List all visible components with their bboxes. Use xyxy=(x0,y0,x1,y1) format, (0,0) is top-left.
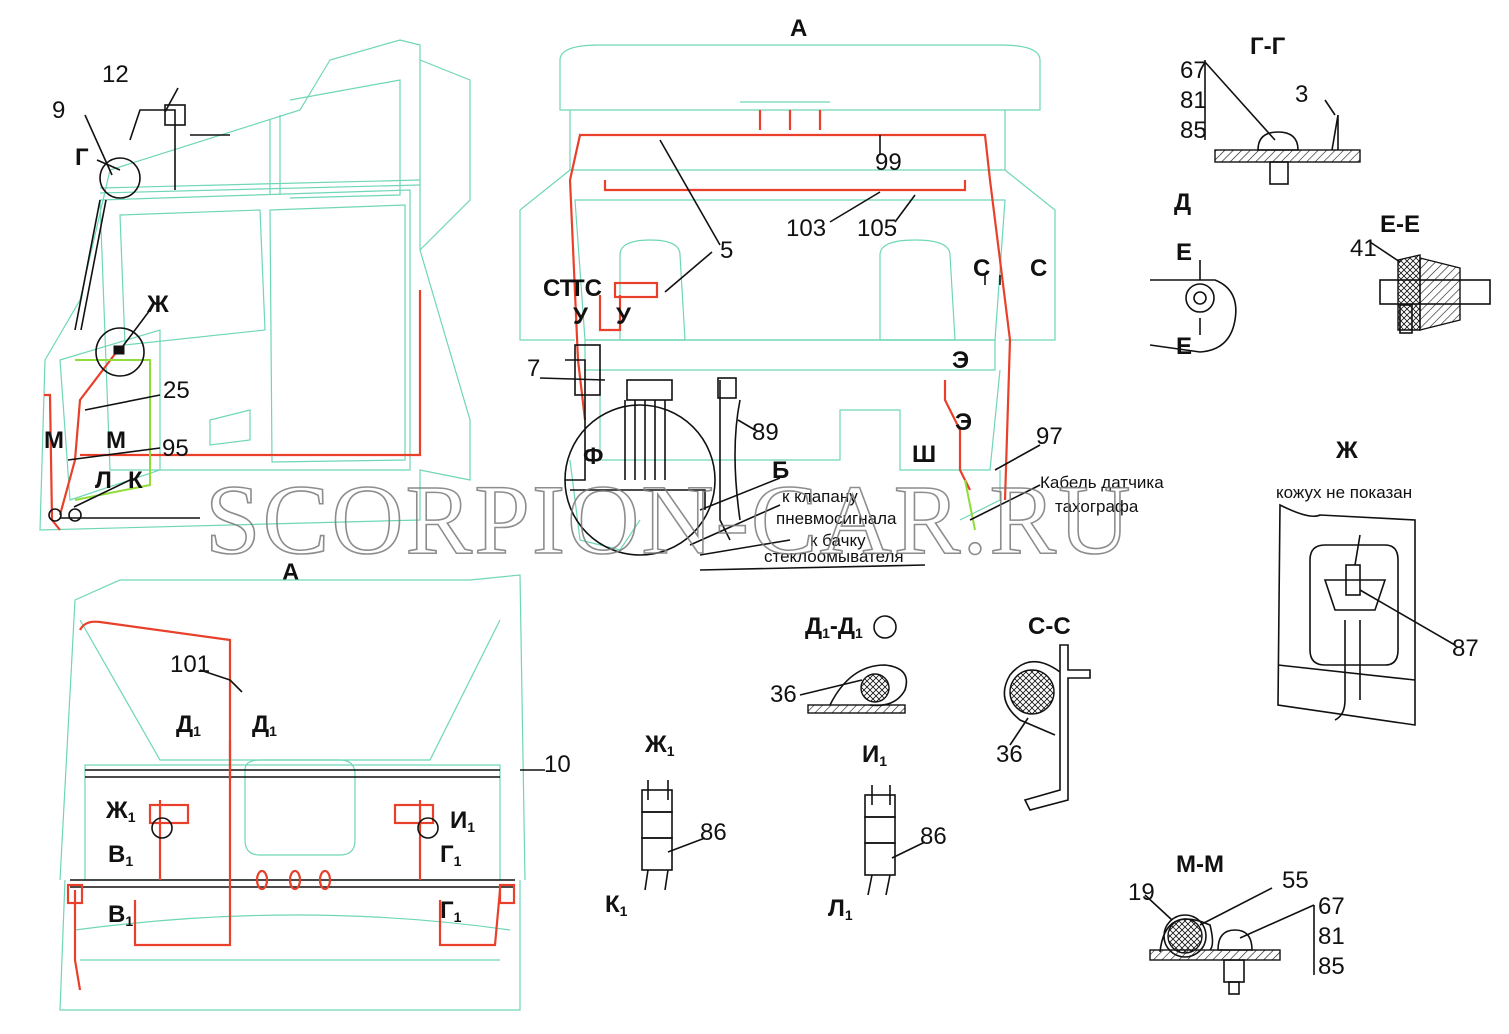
callout-89: 89 xyxy=(752,419,779,446)
title-section-d: Д xyxy=(1174,189,1191,216)
to-washer-line2: стеклоомывателя xyxy=(764,547,904,566)
letter-e-section-top: Е xyxy=(1176,239,1192,266)
callout-86-right: 86 xyxy=(920,823,947,850)
section-zh-drawing xyxy=(1277,503,1456,726)
letter-c-left: С xyxy=(973,255,990,282)
tacho-line1: Кабель датчика xyxy=(1040,473,1164,492)
letter-ts: ТС xyxy=(570,275,602,302)
section-d-drawing xyxy=(1149,260,1237,353)
letter-sh: Ш xyxy=(912,441,936,468)
callout-10: 10 xyxy=(544,751,571,778)
section-i1-drawing xyxy=(864,785,926,896)
letter-c-right: С xyxy=(1030,255,1047,282)
to-washer-line1: к бачку xyxy=(810,531,866,550)
callout-81-bottom: 81 xyxy=(1318,923,1345,950)
callout-95: 95 xyxy=(162,435,189,462)
letter-v1-top: В1 xyxy=(108,841,133,869)
callout-103: 103 xyxy=(786,215,826,242)
callout-9: 9 xyxy=(52,97,65,124)
letter-e-top: Э xyxy=(952,347,969,374)
letter-k1: К1 xyxy=(605,891,628,919)
title-section-e-e: Е-Е xyxy=(1380,211,1420,238)
callout-85-bottom: 85 xyxy=(1318,953,1345,980)
letter-m-left: М xyxy=(44,427,64,454)
callout-7: 7 xyxy=(527,355,540,382)
title-section-s-s: С-С xyxy=(1028,613,1071,640)
note-casing-not-shown: кожух не показан xyxy=(1276,483,1412,502)
title-section-g-g: Г-Г xyxy=(1250,33,1286,60)
title-section-m-m: М-М xyxy=(1176,851,1224,878)
section-zh1-drawing xyxy=(641,780,706,891)
letter-l: Л xyxy=(95,467,112,494)
callout-67-bottom: 67 xyxy=(1318,893,1345,920)
callout-105: 105 xyxy=(857,215,897,242)
callout-87: 87 xyxy=(1452,635,1479,662)
letter-zh1: Ж1 xyxy=(105,797,136,825)
letter-e-bottom: Э xyxy=(955,409,972,436)
letter-st: СТ xyxy=(543,275,575,302)
letter-u-left: У xyxy=(573,303,589,330)
letter-g1-bottom: Г1 xyxy=(440,897,462,925)
callout-19: 19 xyxy=(1128,879,1155,906)
callout-85-top: 85 xyxy=(1180,117,1207,144)
callout-86-left: 86 xyxy=(700,819,727,846)
callout-101: 101 xyxy=(170,651,210,678)
section-m-m-drawing xyxy=(1144,887,1315,995)
front-view xyxy=(519,44,1056,571)
letter-zh: Ж xyxy=(146,291,169,318)
to-valve-line1: к клапану xyxy=(782,487,858,506)
tacho-line2: тахографа xyxy=(1055,497,1139,516)
section-d1-drawing xyxy=(799,664,908,714)
title-section-d1-d1: Д1-Д1 xyxy=(805,613,863,641)
callout-12: 12 xyxy=(102,61,129,88)
letter-f: Ф xyxy=(583,443,603,470)
letter-m-right: М xyxy=(106,427,126,454)
letter-g1-top: Г1 xyxy=(440,841,462,869)
letter-i1: И1 xyxy=(450,807,475,835)
view-title-a-bottom: A xyxy=(282,559,299,586)
callout-3: 3 xyxy=(1295,81,1308,108)
section-e-e-drawing xyxy=(1369,241,1491,334)
view-title-a-top: A xyxy=(790,15,807,42)
title-section-zh: Ж xyxy=(1335,437,1358,464)
letter-k: К xyxy=(128,467,143,494)
section-s-s-drawing xyxy=(1003,644,1091,811)
rear-view xyxy=(59,574,545,1011)
watermark: SCORPION-CAR.RU xyxy=(205,464,1132,575)
letter-v1-bottom: В1 xyxy=(108,901,133,929)
callout-81-top: 81 xyxy=(1180,87,1207,114)
letter-d1-left: Д1 xyxy=(176,711,201,739)
letter-d1-right: Д1 xyxy=(252,711,277,739)
callout-41: 41 xyxy=(1350,235,1377,262)
callout-67-top: 67 xyxy=(1180,57,1207,84)
title-section-i1: И1 xyxy=(862,741,887,769)
letter-b: Б xyxy=(772,457,789,484)
callout-99: 99 xyxy=(875,149,902,176)
title-section-zh1: Ж1 xyxy=(644,731,675,759)
to-valve-line2: пневмосигнала xyxy=(776,509,897,528)
side-view xyxy=(39,39,471,531)
letter-e-section-bottom: Е xyxy=(1176,333,1192,360)
letter-g: Г xyxy=(75,144,89,171)
callout-55: 55 xyxy=(1282,867,1309,894)
section-g-g-drawing xyxy=(1204,60,1361,185)
callout-36-top: 36 xyxy=(770,681,797,708)
letter-u-right: У xyxy=(616,303,632,330)
callout-25: 25 xyxy=(163,377,190,404)
callout-36-bottom: 36 xyxy=(996,741,1023,768)
section-d1-marker xyxy=(873,615,897,639)
letter-l1: Л1 xyxy=(828,895,853,923)
callout-5: 5 xyxy=(720,237,733,264)
callout-97: 97 xyxy=(1036,423,1063,450)
